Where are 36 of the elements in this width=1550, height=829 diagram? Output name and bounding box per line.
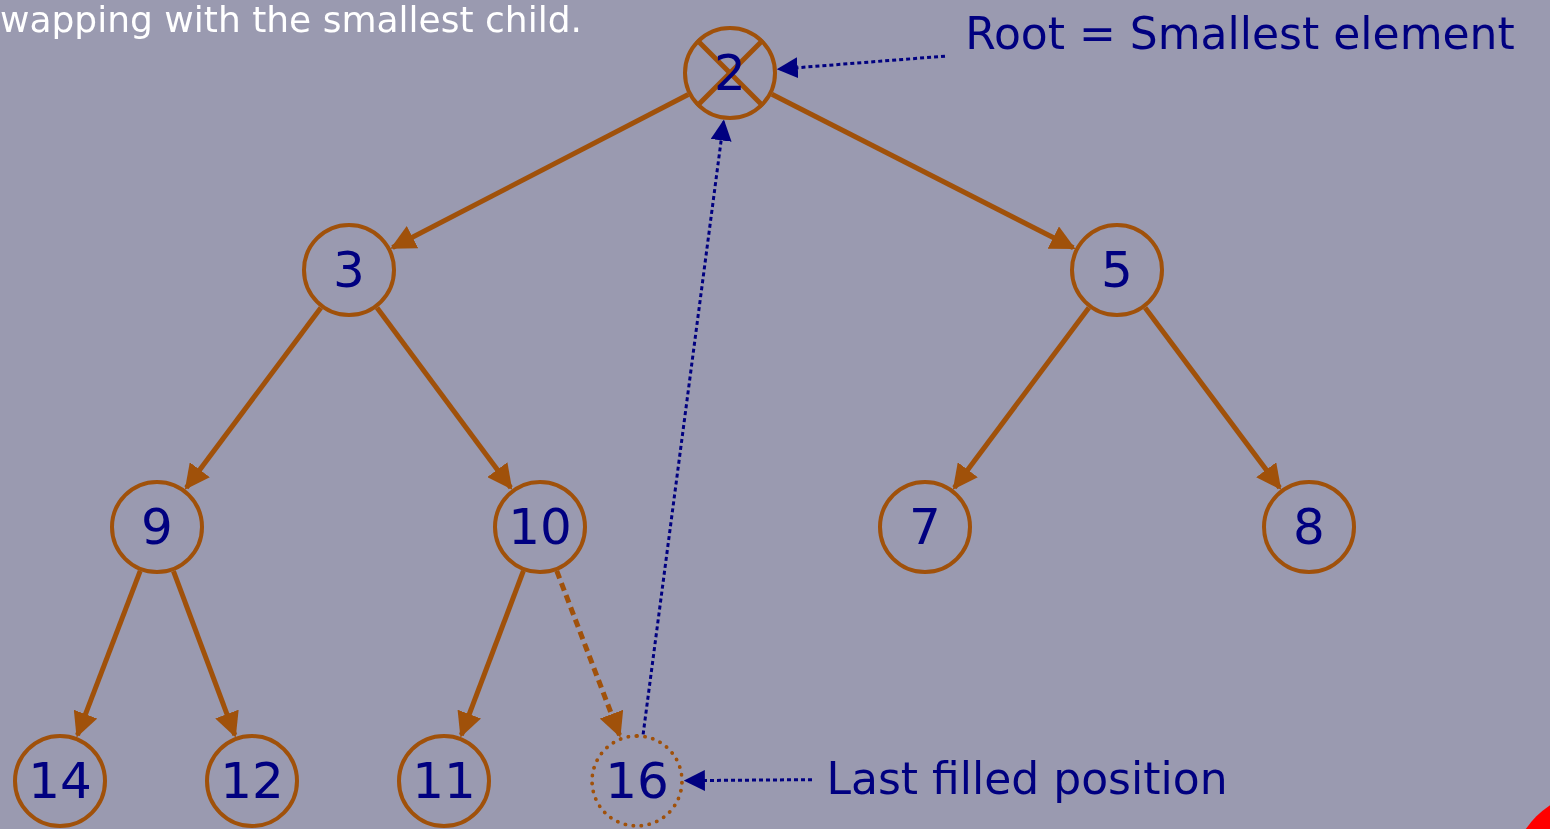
node-value: 5 xyxy=(1101,245,1133,295)
tree-arrow xyxy=(184,306,323,490)
tree-arrow xyxy=(375,306,513,490)
tree-arrow xyxy=(171,570,239,738)
tree-node xyxy=(1070,223,1164,317)
node-value: 14 xyxy=(28,756,92,806)
tree-arrow xyxy=(770,92,1076,250)
tree-node xyxy=(493,480,587,574)
tree-node xyxy=(1262,480,1356,574)
tree-arrow xyxy=(554,570,624,738)
node-value: 10 xyxy=(508,502,572,552)
tree-node xyxy=(878,480,972,574)
leader-arrow xyxy=(776,54,946,79)
tree-arrow xyxy=(457,570,526,738)
tree-node xyxy=(302,223,396,317)
instruction-text: wapping with the smallest child. xyxy=(0,2,582,38)
annotation-text: Last filled position xyxy=(812,752,1242,804)
node-value: 8 xyxy=(1293,502,1325,552)
node-value: 12 xyxy=(220,756,284,806)
tree-node xyxy=(13,734,107,828)
tree-arrow xyxy=(1143,306,1282,490)
node-value: 9 xyxy=(141,502,173,552)
tree-arrow xyxy=(73,570,143,738)
node-value: 7 xyxy=(909,502,941,552)
tree-node xyxy=(397,734,491,828)
node-value: 3 xyxy=(333,245,365,295)
tree-node xyxy=(205,734,299,828)
node-value: 16 xyxy=(605,756,669,806)
leader-arrow xyxy=(683,770,812,791)
annotation-text: Root = Smallest element xyxy=(945,8,1535,58)
leader-arrow xyxy=(641,119,732,735)
dotted-tree-node xyxy=(590,734,684,828)
tree-node xyxy=(110,480,204,574)
tree-arrow xyxy=(952,306,1091,490)
tree-arrow xyxy=(390,92,690,250)
node-value: 11 xyxy=(412,756,476,806)
